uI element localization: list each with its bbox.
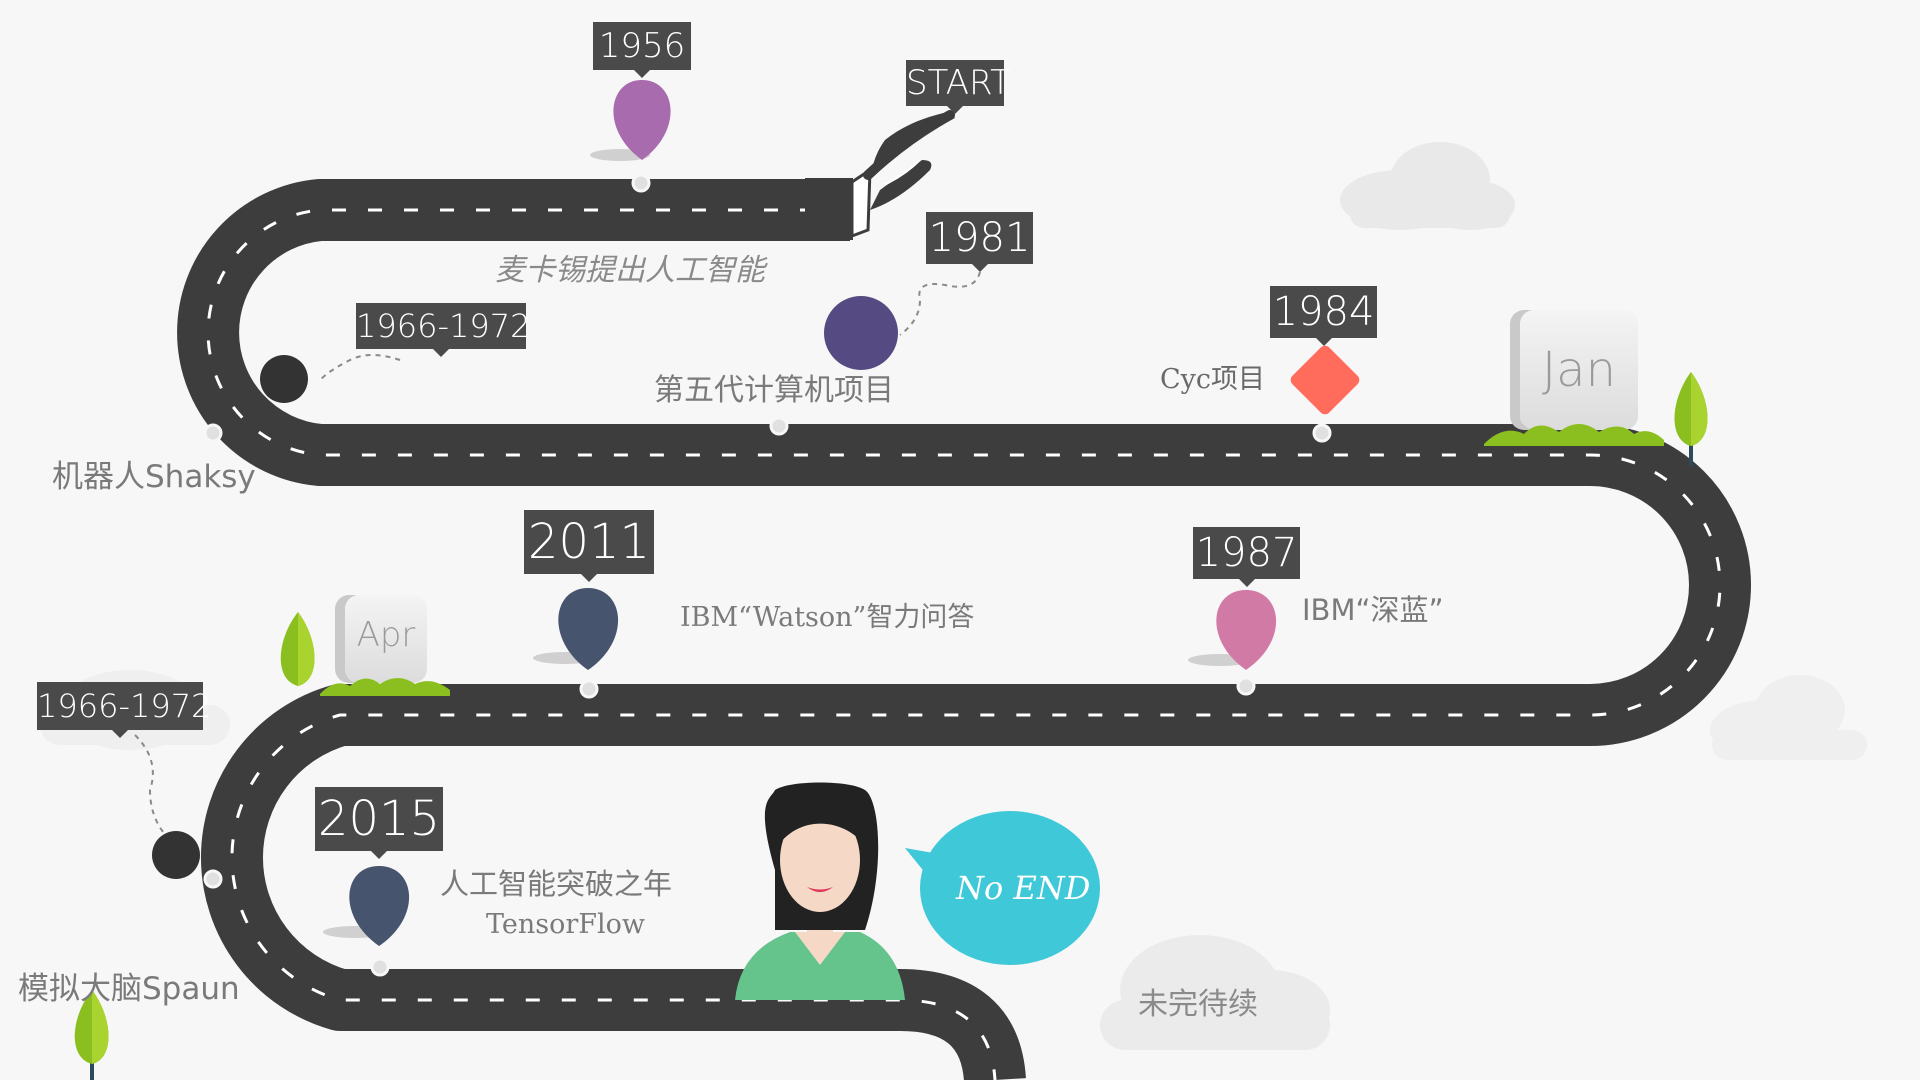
milestone-1984-tag: 1984 [1270, 286, 1377, 346]
tree-icon [74, 990, 109, 1080]
event-tensorflow: TensorFlow [486, 909, 646, 940]
cloud-icon [1340, 142, 1515, 230]
cloud-icon [1100, 935, 1330, 1050]
road-markers [203, 173, 1332, 977]
to-be-continued: 未完待续 [1138, 987, 1258, 1022]
grass-icon [1484, 424, 1664, 446]
dot-1966b-icon [152, 831, 200, 879]
stone-apr: Apr [345, 595, 427, 683]
milestone-2015-tag: 2015 [315, 787, 443, 859]
pin-2011-icon [558, 588, 619, 670]
stone-jan: Jan [1520, 310, 1638, 430]
milestone-2011-tag: 2011 [524, 510, 654, 582]
event-deep-blue: IBM“深蓝” [1302, 593, 1444, 627]
milestone-1966-1972b-tag: 1966-1972 [37, 682, 211, 738]
milestone-1987-tag: 1987 [1193, 527, 1300, 587]
event-cyc: Cyc项目 [1160, 364, 1266, 395]
start-tag: START [906, 60, 1011, 114]
tree-icon [1674, 372, 1708, 466]
pin-2015-icon [349, 866, 410, 946]
diamond-1984-icon [1290, 345, 1360, 415]
event-fifth-generation: 第五代计算机项目 [654, 373, 894, 408]
no-end-text: No END [956, 869, 1091, 907]
pointing-hand-icon [805, 110, 955, 240]
milestone-1981-tag: 1981 [926, 212, 1033, 272]
cloud-icon [1710, 675, 1867, 760]
grass-icon [320, 678, 450, 696]
dot-1981-icon [824, 296, 898, 370]
road-centerline [206, 208, 1722, 1080]
connector-lines [134, 271, 981, 841]
event-shakey: 机器人Shaksy [52, 459, 256, 495]
girl-avatar [735, 782, 905, 1000]
speech-bubble [905, 811, 1100, 965]
pin-1956-icon [613, 80, 671, 160]
mccarthy-note: 麦卡锡提出人工智能 [495, 253, 765, 288]
tree-icon [280, 612, 315, 686]
event-watson: IBM“Watson”智力问答 [680, 602, 975, 633]
event-spaun: 模拟大脑Spaun [18, 971, 240, 1007]
milestone-1966-1972-tag: 1966-1972 [356, 303, 530, 357]
dot-1966-icon [260, 355, 308, 403]
event-breakthrough: 人工智能突破之年 [440, 867, 673, 901]
pin-1987-icon [1216, 590, 1277, 670]
milestone-1956-tag: 1956 [593, 22, 691, 78]
